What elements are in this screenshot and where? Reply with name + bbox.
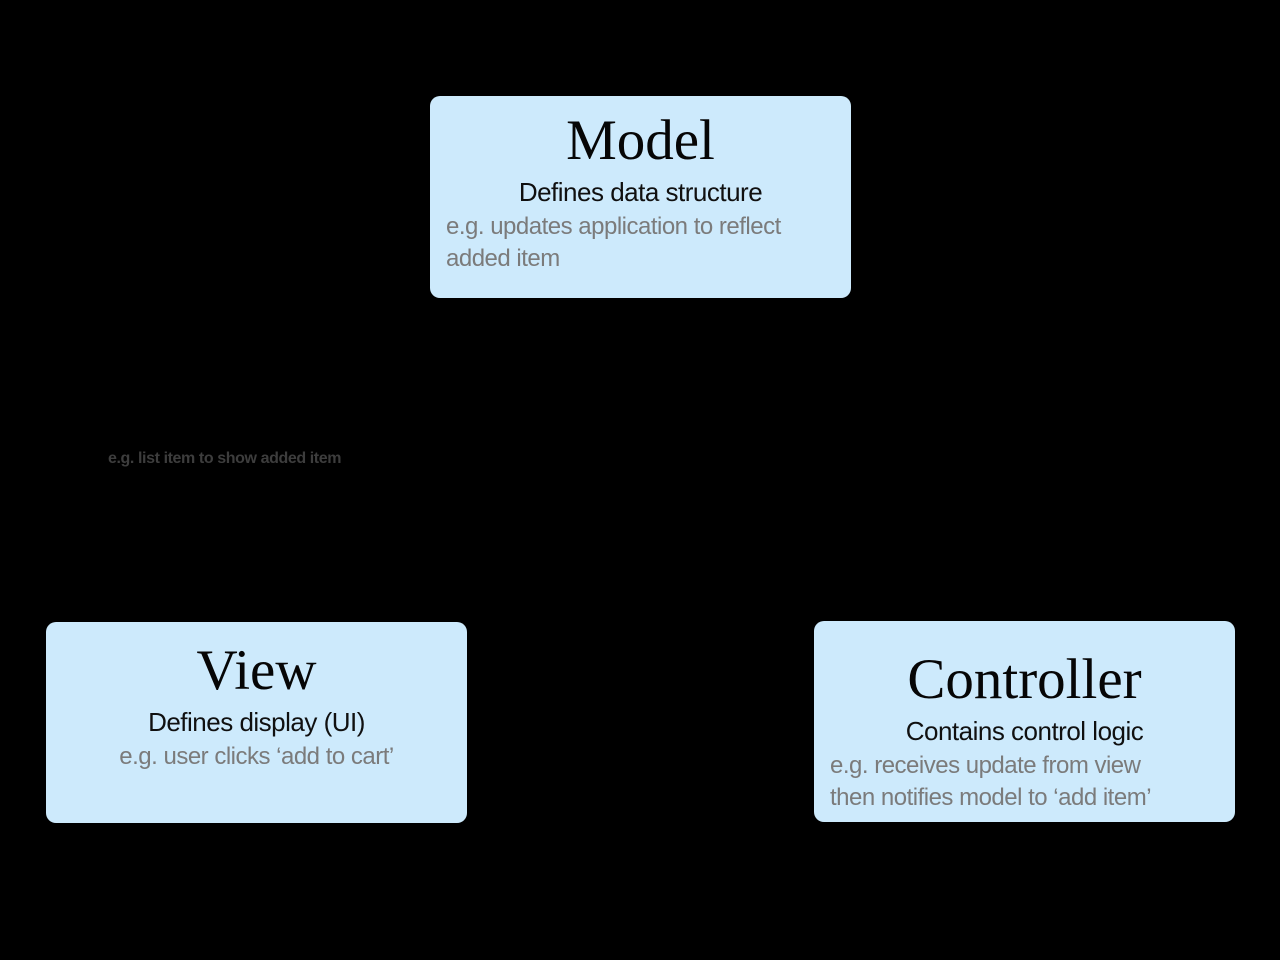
controller-example: e.g. receives update from view then noti… — [814, 750, 1235, 815]
view-title: View — [196, 639, 317, 702]
view-subtitle: Defines display (UI) — [148, 706, 365, 737]
model-example-line: added item — [446, 245, 560, 273]
controller-box: Controller Contains control logic e.g. r… — [814, 621, 1235, 822]
view-box: View Defines display (UI) e.g. user clic… — [46, 622, 467, 823]
updates-note: e.g. list item to show added item — [108, 450, 342, 467]
model-title: Model — [566, 109, 715, 172]
controller-title: Controller — [907, 648, 1142, 711]
controller-example-line: e.g. receives update from view — [830, 752, 1141, 780]
controller-subtitle: Contains control logic — [905, 715, 1144, 746]
controller-example-line: then notifies model to ‘add item’ — [830, 784, 1152, 812]
model-subtitle: Defines data structure — [518, 176, 763, 207]
model-example-line: e.g. updates application to reflect — [446, 213, 781, 241]
view-example-line: e.g. user clicks ‘add to cart’ — [119, 743, 394, 771]
model-example: e.g. updates application to reflect adde… — [430, 211, 851, 276]
model-box: Model Defines data structure e.g. update… — [430, 96, 851, 298]
view-example: e.g. user clicks ‘add to cart’ — [46, 741, 467, 773]
